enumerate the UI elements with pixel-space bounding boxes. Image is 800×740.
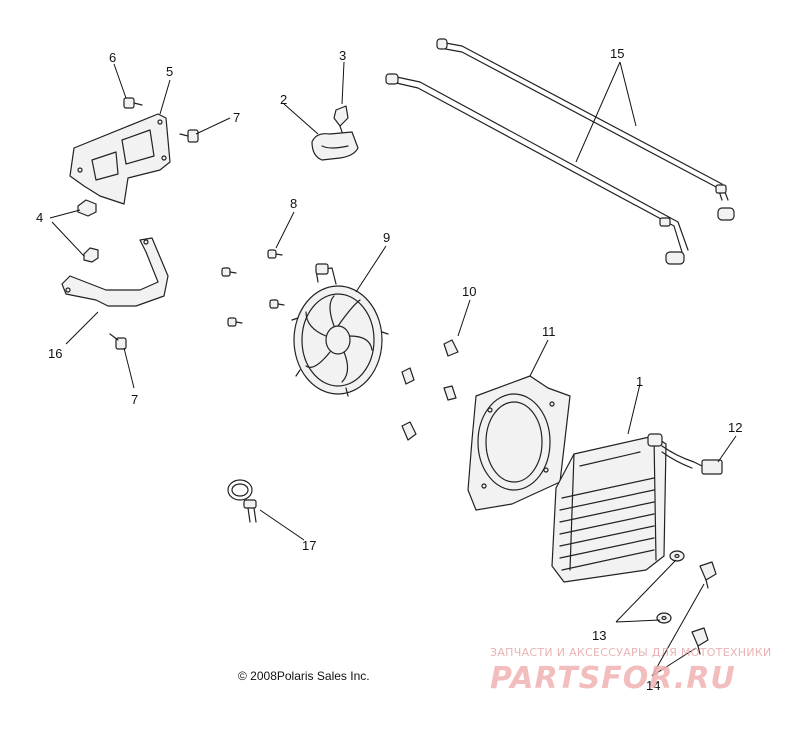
callout-8: 8 — [290, 196, 297, 211]
callout-9: 9 — [383, 230, 390, 245]
washer-13a — [669, 550, 685, 562]
washer-13b — [656, 612, 672, 624]
nut-4-upper — [77, 199, 97, 217]
clip-10b — [401, 367, 415, 385]
hose-clamp — [227, 479, 257, 523]
clip-10c — [443, 385, 457, 401]
callout-5: 5 — [166, 64, 173, 79]
callout-1: 1 — [636, 374, 643, 389]
push-fastener — [333, 105, 349, 133]
oil-line-upper — [436, 38, 735, 221]
sensor-connector — [661, 445, 723, 475]
screw-8b — [221, 267, 237, 277]
fan-shroud — [467, 375, 571, 511]
leader-lines — [49, 61, 737, 677]
bolt-6 — [123, 97, 143, 109]
clamp — [311, 131, 359, 161]
cooling-fan — [291, 263, 389, 397]
callout-12: 12 — [728, 420, 742, 435]
bolt-14b — [691, 627, 709, 655]
bolt-14a — [699, 561, 717, 589]
screw-8d — [227, 317, 243, 327]
watermark: ЗАПЧАСТИ И АКСЕССУАРЫ ДЛЯ МОТОТЕХНИКИ PA… — [490, 646, 772, 696]
screw-8a — [267, 249, 283, 259]
callout-7-upper: 7 — [233, 110, 240, 125]
watermark-tagline: ЗАПЧАСТИ И АКСЕССУАРЫ ДЛЯ МОТОТЕХНИКИ — [490, 646, 772, 659]
callout-10: 10 — [462, 284, 476, 299]
callout-7-lower: 7 — [131, 392, 138, 407]
watermark-logo: PARTSFOR.RU — [490, 661, 736, 696]
callout-11: 11 — [542, 324, 556, 339]
clip-10a — [443, 339, 459, 357]
bolt-7-upper — [179, 129, 199, 143]
callout-3: 3 — [339, 48, 346, 63]
callout-4: 4 — [36, 210, 43, 225]
upper-bracket — [69, 113, 171, 205]
bolt-7-lower — [109, 333, 127, 350]
oil-cooler — [551, 433, 667, 583]
callout-17: 17 — [302, 538, 316, 553]
callout-6: 6 — [109, 50, 116, 65]
nut-4-lower — [83, 247, 99, 263]
clip-10d — [401, 421, 417, 441]
callout-labels: 1 2 3 4 5 6 7 7 8 9 10 11 12 13 14 15 16… — [36, 46, 742, 693]
callout-16: 16 — [48, 346, 62, 361]
callout-2: 2 — [280, 92, 287, 107]
callout-14: 14 — [646, 678, 660, 693]
lower-bracket — [61, 237, 169, 307]
callout-15: 15 — [610, 46, 624, 61]
callout-13: 13 — [592, 628, 606, 643]
screw-8c — [269, 299, 285, 309]
copyright-notice: © 2008Polaris Sales Inc. — [238, 669, 370, 683]
oil-line-lower — [385, 73, 689, 265]
